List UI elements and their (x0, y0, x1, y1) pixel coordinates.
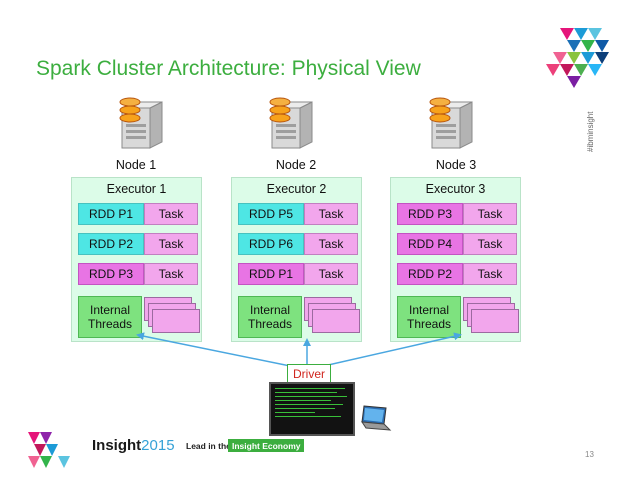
server-database-icon (269, 97, 313, 149)
task-box: Task (144, 263, 198, 285)
terminal-screen-icon (269, 382, 355, 436)
rdd-partition: RDD P3 (397, 203, 463, 225)
rdd-partition: RDD P1 (78, 203, 144, 225)
thread-card (152, 309, 200, 333)
arrow-to-executor-3 (314, 332, 462, 369)
task-box: Task (304, 263, 358, 285)
thread-card (471, 309, 519, 333)
tagline-badge: Insight Economy (228, 439, 305, 452)
rdd-partition: RDD P2 (397, 263, 463, 285)
laptop-icon (361, 405, 392, 431)
task-box: Task (144, 203, 198, 225)
internal-threads-box: Internal Threads (78, 296, 142, 338)
page-title: Spark Cluster Architecture: Physical Vie… (36, 57, 421, 80)
server-database-icon (429, 97, 473, 149)
page-number: 13 (585, 450, 594, 459)
tagline-prefix: Lead in the (186, 441, 231, 451)
node-label: Node 1 (115, 158, 157, 172)
task-box: Task (463, 203, 517, 225)
executor-box: Executor 2 RDD P5 Task RDD P6 Task RDD P… (231, 177, 362, 342)
brand-word: Insight (92, 437, 142, 454)
corner-logo-icon (546, 28, 609, 88)
rdd-partition: RDD P6 (238, 233, 304, 255)
executor-box: Executor 3 RDD P3 Task RDD P4 Task RDD P… (390, 177, 521, 342)
rdd-partition: RDD P5 (238, 203, 304, 225)
brand-name: Insight2015 (92, 437, 175, 454)
rdd-partition: RDD P2 (78, 233, 144, 255)
node-label: Node 2 (275, 158, 317, 172)
rdd-partition: RDD P4 (397, 233, 463, 255)
node-label: Node 3 (435, 158, 477, 172)
internal-threads-box: Internal Threads (397, 296, 461, 338)
task-box: Task (463, 263, 517, 285)
server-database-icon (119, 97, 163, 149)
task-box: Task (304, 203, 358, 225)
rdd-partition: RDD P3 (78, 263, 144, 285)
task-box: Task (144, 233, 198, 255)
brand-year: 2015 (141, 437, 175, 454)
driver-label: Driver (287, 364, 331, 383)
arrow-to-executor-1 (136, 332, 301, 369)
executor-box: Executor 1 RDD P1 Task RDD P2 Task RDD P… (71, 177, 202, 342)
task-box: Task (304, 233, 358, 255)
executor-title: Executor 3 (425, 182, 486, 196)
task-box: Task (463, 233, 517, 255)
executor-title: Executor 1 (106, 182, 167, 196)
thread-card (312, 309, 360, 333)
rdd-partition: RDD P1 (238, 263, 304, 285)
insight-logo-icon (28, 432, 70, 468)
internal-threads-box: Internal Threads (238, 296, 302, 338)
executor-title: Executor 2 (266, 182, 327, 196)
